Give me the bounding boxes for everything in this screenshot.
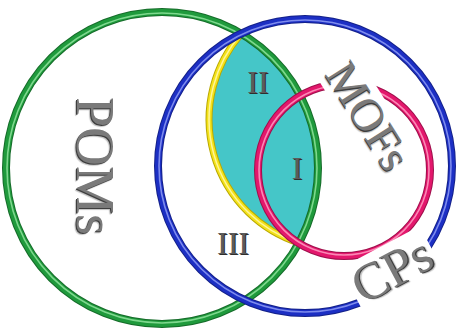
boundary-arc-highlight [209,34,299,243]
set-circle: CPsMOFs [153,14,457,318]
boundary-arc [209,34,299,243]
region-numeral: III [217,227,249,259]
set-label: POMs [68,94,122,238]
set-label: MOFs [316,51,421,180]
boundary-arc-shadow [209,34,299,243]
region-numeral: I [292,152,303,184]
region-numeral: II [247,66,268,98]
